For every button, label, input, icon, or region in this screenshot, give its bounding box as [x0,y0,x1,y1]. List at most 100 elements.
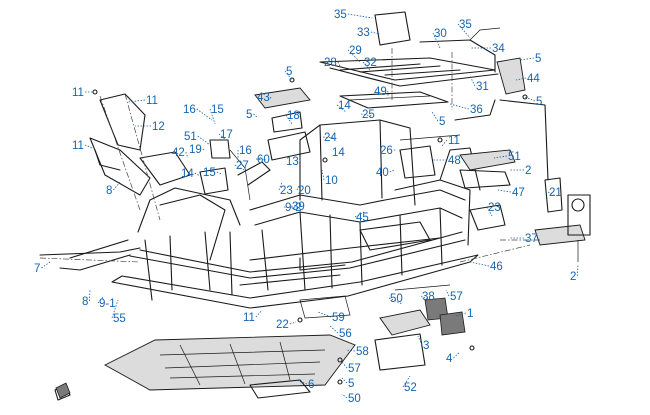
callout-label: 58 [356,346,369,358]
callout-leader-line [255,309,263,318]
callout-label: 27 [236,160,249,172]
callout-leader-line [202,148,206,151]
callout-leader-line [283,206,297,209]
callout-9: 32 [362,57,377,71]
callout-77: 5 [341,377,354,390]
callout-label: 11 [72,87,84,99]
callout-leader-line [295,379,308,385]
callout-label: 23 [280,185,293,197]
callout-leader-line [360,113,373,117]
callout-18: 11 [127,95,158,107]
callout-leader-line [469,75,476,87]
callout-leader-line [445,289,450,297]
callout-leader-line [296,183,301,191]
callout-label: 50 [348,393,361,405]
callout-46: 10 [321,169,338,187]
callout-label: 7 [34,263,40,275]
callout-label: 5 [286,66,292,78]
callout-1: 35 [334,9,373,21]
callout-69: 59 [317,311,345,324]
callout-label: 4 [446,353,453,365]
callout-37: 26 [380,145,396,157]
callout-16: 5 [431,111,445,128]
callout-59: 7 [34,261,51,275]
callout-label: 5 [348,378,354,390]
callout-52: 47 [497,187,525,199]
callout-leader-line [216,171,223,175]
callout-leader-line [194,172,201,177]
callout-label: 9-1 [99,298,116,310]
callout-36: 14 [332,147,346,159]
callout-leader-line [519,57,535,61]
callout-leader-line [454,312,467,317]
callout-leader-line [497,189,512,193]
rear-rack-assembly [319,11,549,181]
callout-78: 50 [341,393,361,405]
callout-6: 29 [347,45,362,63]
callout-66: 1 [454,308,473,320]
callout-35: 60 [255,154,270,166]
callout-label: 5 [439,116,445,128]
callout-45: 2 [510,165,531,177]
callout-label: 11 [146,95,158,107]
callout-label: 1 [467,308,473,320]
callout-label: 40 [376,167,389,179]
callout-label: 25 [362,109,375,121]
callout-leader-line [185,151,189,159]
callout-leader-line [284,70,293,81]
callout-label: 3 [423,340,429,352]
callout-leader-line [89,289,91,302]
callout-label: 36 [470,104,483,116]
callout-25: 18 [285,110,300,125]
callout-leader-line [84,144,93,149]
callout-label: 12 [152,121,165,133]
callout-64: 38 [420,291,435,303]
callout-label: 20 [298,185,311,197]
callout-label: 50 [390,293,403,305]
callout-label: 9-2 [285,202,302,214]
callout-leader-line [322,136,336,139]
callout-leader-line [285,114,293,125]
callout-label: 6 [308,379,314,391]
callout-leader-line [341,393,348,399]
callout-leader-line [253,113,259,119]
callout-63: 50 [388,293,403,305]
callout-label: 47 [512,187,525,199]
callout-76: 6 [295,379,314,391]
callout-label: 46 [490,261,503,273]
callout-leader-line [457,23,471,39]
callout-leader-line [317,311,332,318]
callout-41: 14 [181,168,201,180]
callout-label: 34 [492,43,505,55]
callout-label: 21 [549,187,562,199]
skid-plate [54,334,356,401]
callout-label: 16 [239,145,252,157]
callout-44: 40 [376,167,395,179]
callout-7: 5 [519,53,541,65]
callout-leader-line [336,104,347,113]
callout-26: 12 [135,121,165,133]
callout-label: 11 [448,135,460,147]
callout-label: 32 [364,57,377,69]
callout-label: 19 [189,144,202,156]
callout-label: 35 [334,9,347,21]
callout-leader-line [577,263,579,277]
callout-15: 5 [284,66,293,81]
callout-leader-line [449,103,470,110]
callout-61: 9-1 [97,295,116,310]
callout-29: 24 [322,132,337,144]
callout-label: 29 [349,45,362,57]
callout-53: 21 [547,187,562,199]
callout-55: 45 [354,211,369,224]
callout-label: 35 [459,19,472,31]
callout-38: 48 [432,155,461,167]
callout-leader-line [321,169,325,181]
right-side-mounts [399,134,516,231]
callout-49: 20 [296,183,311,197]
callout-label: 2 [570,271,576,283]
callout-label: 43 [257,92,270,104]
callout-50: 9-2 [283,202,302,214]
callout-leader-line [41,261,51,269]
callout-19: 43 [257,92,272,104]
callout-3: 33 [357,27,381,39]
